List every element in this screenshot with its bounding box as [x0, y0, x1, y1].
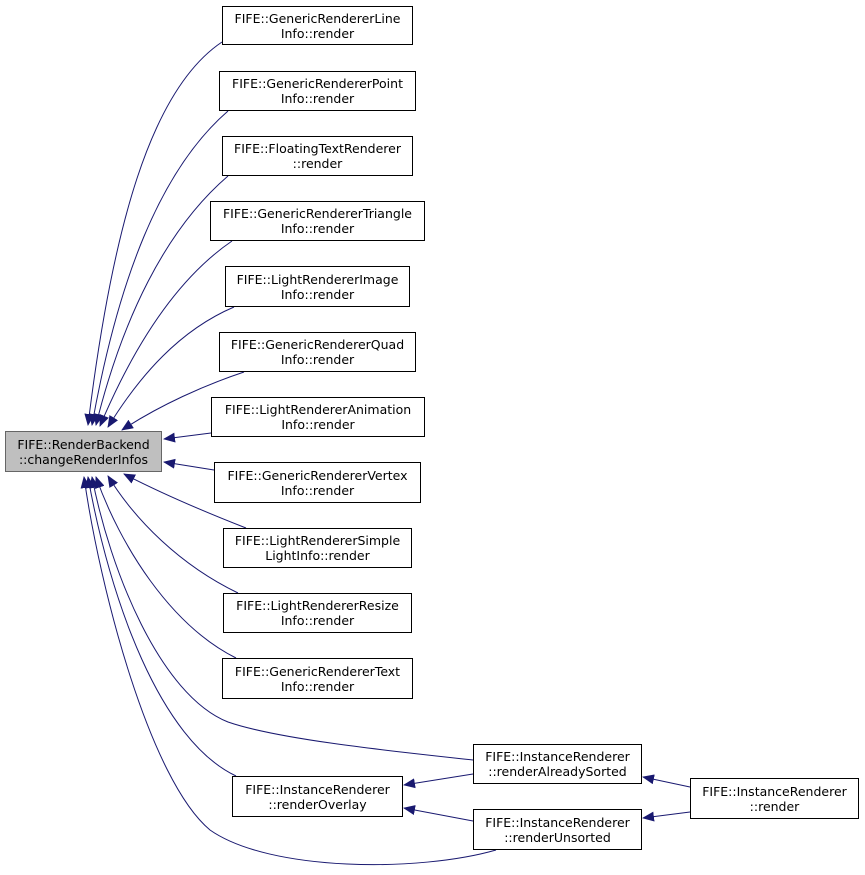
node-label-line1: FIFE::InstanceRenderer	[485, 814, 630, 830]
node-label-line2: Info::render	[280, 482, 355, 498]
node-instance-renderer-render-overlay[interactable]: FIFE::InstanceRenderer ::renderOverlay	[232, 776, 403, 817]
node-label-line2: ::render	[749, 798, 800, 814]
node-label-line2: LightInfo::render	[265, 548, 370, 563]
node-generic-renderer-point-info-render[interactable]: FIFE::GenericRendererPoint Info::render	[219, 71, 416, 111]
edge-point-to-root	[89, 110, 229, 426]
node-light-renderer-simple-light-info-render[interactable]: FIFE::LightRendererSimple LightInfo::ren…	[223, 528, 412, 568]
node-label-line2: ::renderOverlay	[268, 796, 367, 812]
node-label-line2: Info::render	[280, 221, 355, 236]
node-light-renderer-image-info-render[interactable]: FIFE::LightRendererImage Info::render	[225, 266, 410, 307]
node-light-renderer-animation-info-render[interactable]: FIFE::LightRendererAnimation Info::rende…	[211, 397, 425, 437]
node-label-line1: FIFE::RenderBackend	[17, 436, 150, 452]
node-label-line2: Info::render	[280, 91, 355, 106]
node-label-line1: FIFE::LightRendererResize	[236, 598, 399, 613]
node-label-line1: FIFE::LightRendererImage	[236, 271, 399, 287]
node-label-line2: ::changeRenderInfos	[18, 451, 149, 467]
node-floating-text-renderer-render[interactable]: FIFE::FloatingTextRenderer ::render	[222, 136, 413, 176]
node-label-line2: Info::render	[280, 25, 355, 41]
node-label-line1: FIFE::GenericRendererText	[234, 663, 401, 679]
node-label-line1: FIFE::GenericRendererPoint	[232, 76, 403, 91]
node-generic-renderer-text-info-render[interactable]: FIFE::GenericRendererText Info::render	[222, 658, 413, 699]
edge-vertex-to-root	[163, 458, 215, 471]
edge-text-to-root	[94, 476, 237, 659]
node-label-line2: Info::render	[280, 678, 355, 694]
node-label-line1: FIFE::GenericRendererLine	[234, 10, 401, 26]
edge-lightsimple-to-root	[123, 473, 247, 529]
node-label-line1: FIFE::GenericRendererVertex	[227, 467, 408, 483]
node-label-line1: FIFE::InstanceRenderer	[245, 781, 390, 797]
edge-overlay-to-root	[85, 476, 237, 777]
node-label-line1: FIFE::FloatingTextRenderer	[234, 141, 401, 156]
node-label-line1: FIFE::LightRendererSimple	[234, 533, 401, 548]
node-label-line2: ::render	[292, 156, 343, 171]
node-generic-renderer-line-info-render[interactable]: FIFE::GenericRendererLine Info::render	[222, 6, 413, 45]
edge-lightanim-to-root	[163, 432, 212, 443]
edge-sorted-to-root	[89, 476, 474, 761]
node-label-line2: Info::render	[280, 613, 355, 628]
node-instance-renderer-render-already-sorted[interactable]: FIFE::InstanceRenderer ::renderAlreadySo…	[473, 744, 642, 784]
node-label-line1: FIFE::GenericRendererTriangle	[222, 206, 412, 221]
node-label-line2: Info::render	[281, 417, 355, 432]
edge-lightresize-to-root	[107, 475, 239, 594]
node-instance-renderer-render[interactable]: FIFE::InstanceRenderer ::render	[690, 778, 859, 819]
edge-render-to-sorted	[642, 774, 691, 788]
edge-line-to-root	[84, 41, 223, 426]
edge-unsorted-to-root	[80, 476, 497, 866]
node-render-backend-change-render-infos: FIFE::RenderBackend ::changeRenderInfos	[5, 431, 162, 472]
node-generic-renderer-triangle-info-render[interactable]: FIFE::GenericRendererTriangle Info::rend…	[210, 201, 425, 241]
edge-floating-to-root	[93, 175, 229, 426]
edge-sorted-to-overlay	[403, 773, 474, 789]
node-generic-renderer-quad-info-render[interactable]: FIFE::GenericRendererQuad Info::render	[219, 332, 416, 372]
node-label-line2: Info::render	[280, 352, 355, 367]
node-label-line2: ::renderUnsorted	[504, 829, 611, 845]
edge-quad-to-root	[121, 371, 245, 431]
node-generic-renderer-vertex-info-render[interactable]: FIFE::GenericRendererVertex Info::render	[214, 462, 421, 503]
edge-triangle-to-root	[99, 240, 233, 427]
edge-lightimage-to-root	[107, 306, 235, 428]
edge-unsorted-to-overlay	[403, 805, 474, 822]
node-label-line2: Info::render	[280, 286, 355, 302]
node-light-renderer-resize-info-render[interactable]: FIFE::LightRendererResize Info::render	[223, 593, 412, 633]
node-label-line1: FIFE::LightRendererAnimation	[224, 402, 412, 417]
edge-render-to-unsorted	[642, 811, 691, 822]
node-label-line1: FIFE::InstanceRenderer	[702, 783, 847, 799]
node-label-line1: FIFE::InstanceRenderer	[485, 749, 630, 764]
node-instance-renderer-render-unsorted[interactable]: FIFE::InstanceRenderer ::renderUnsorted	[473, 809, 642, 850]
node-label-line2: ::renderAlreadySorted	[488, 764, 627, 779]
node-label-line1: FIFE::GenericRendererQuad	[230, 337, 405, 352]
